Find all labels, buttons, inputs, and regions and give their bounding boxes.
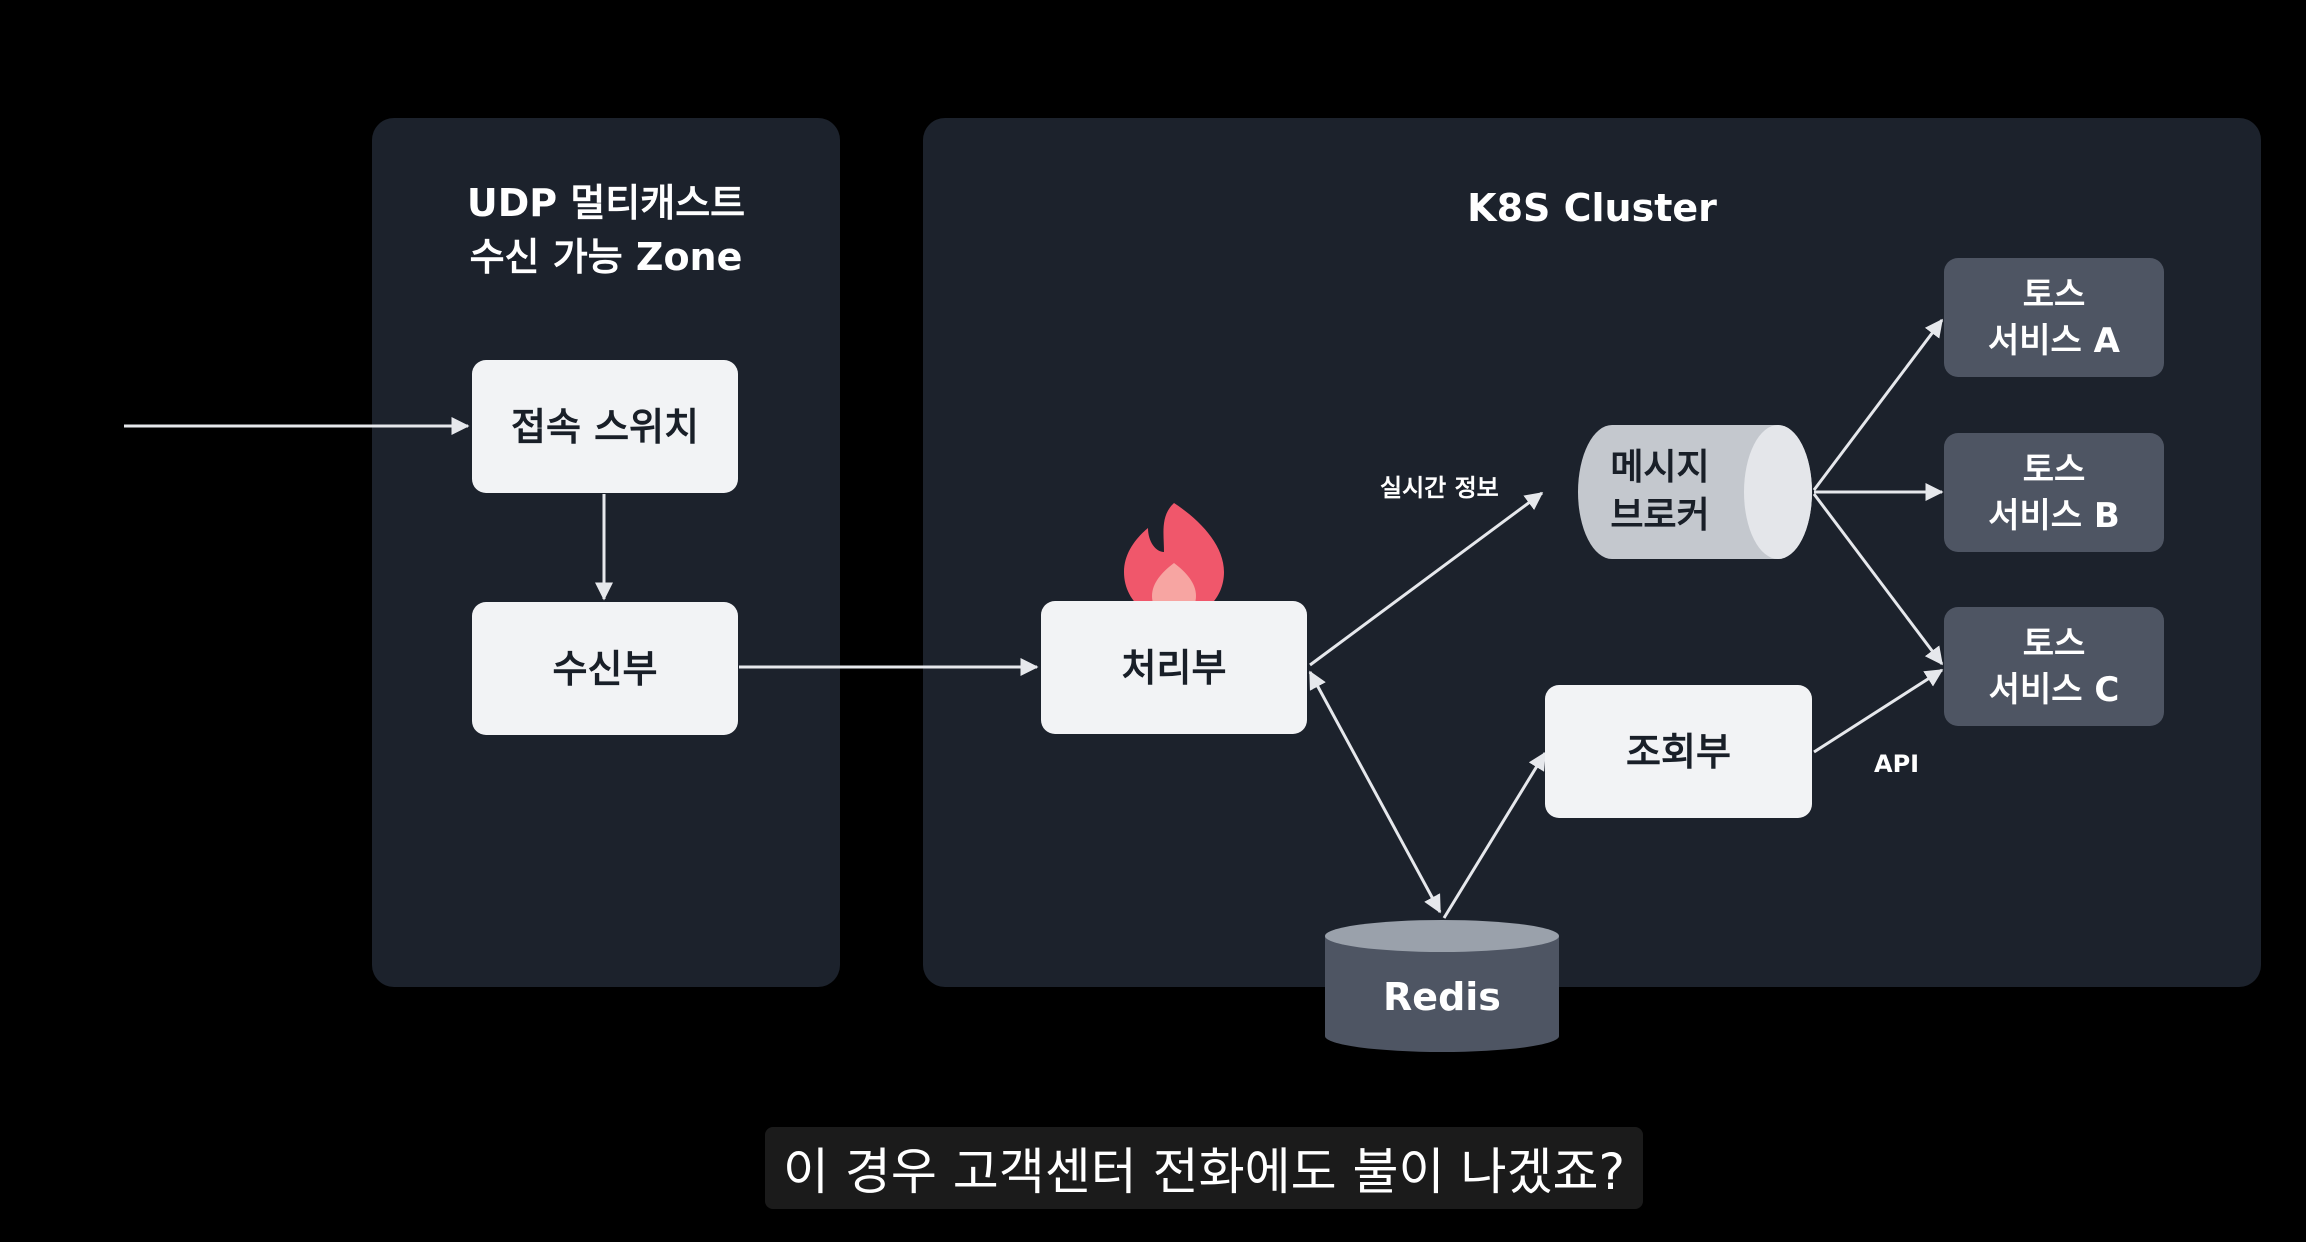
k8s-zone-title: K8S Cluster — [1467, 186, 1717, 230]
redis-node: Redis — [1325, 962, 1559, 1032]
toss-service-b: 토스 서비스 B — [1944, 433, 2164, 552]
arrow-processor-to-broker — [1309, 491, 1544, 667]
realtime-info-label: 실시간 정보 — [1380, 474, 1499, 502]
receiver-label: 수신부 — [552, 646, 658, 691]
query-label: 조회부 — [1626, 729, 1731, 774]
processor-node: 처리부 — [1041, 601, 1307, 734]
service-b-label-line1: 토스 — [2022, 449, 2086, 490]
service-c-label-line2: 서비스 C — [1988, 669, 2120, 710]
service-c-label-line1: 토스 — [2022, 623, 2086, 664]
message-broker-label-line1: 메시지 — [1610, 447, 1710, 488]
arrow-query-to-service-c — [1813, 668, 1944, 754]
query-node: 조회부 — [1545, 685, 1812, 818]
video-subtitle: 이 경우 고객센터 전화에도 불이 나겠죠? — [765, 1127, 1643, 1209]
access-switch-label: 접속 스위치 — [510, 404, 700, 449]
toss-service-c: 토스 서비스 C — [1944, 607, 2164, 726]
message-broker-cylinder — [1578, 425, 1812, 559]
processor-label: 처리부 — [1121, 645, 1227, 690]
udp-zone-title-line2: 수신 가능 Zone — [469, 235, 743, 279]
service-a-label-line1: 토스 — [2022, 274, 2086, 315]
arrow-processor-redis — [1308, 670, 1442, 914]
service-b-label-line2: 서비스 B — [1988, 495, 2120, 536]
receiver-node: 수신부 — [472, 602, 738, 735]
arrow-redis-to-query — [1442, 751, 1547, 919]
arrow-broker-to-service-c — [1812, 493, 1944, 666]
message-broker-label-line2: 브로커 — [1610, 495, 1710, 536]
udp-zone-title: UDP 멀티캐스트 수신 가능 Zone — [372, 176, 840, 284]
udp-multicast-zone: UDP 멀티캐스트 수신 가능 Zone — [372, 118, 840, 987]
redis-cylinder — [1325, 920, 1559, 1052]
message-broker-node: 메시지 브로커 — [1580, 440, 1740, 544]
service-a-label-line2: 서비스 A — [1988, 320, 2120, 361]
udp-zone-title-line1: UDP 멀티캐스트 — [466, 181, 746, 225]
api-label: API — [1874, 750, 1920, 778]
subtitle-text: 이 경우 고객센터 전화에도 불이 나겠죠? — [782, 1143, 1625, 1201]
redis-label: Redis — [1383, 975, 1501, 1019]
arrow-broker-to-service-a — [1812, 318, 1944, 491]
toss-service-a: 토스 서비스 A — [1944, 258, 2164, 377]
access-switch-node: 접속 스위치 — [472, 360, 738, 493]
